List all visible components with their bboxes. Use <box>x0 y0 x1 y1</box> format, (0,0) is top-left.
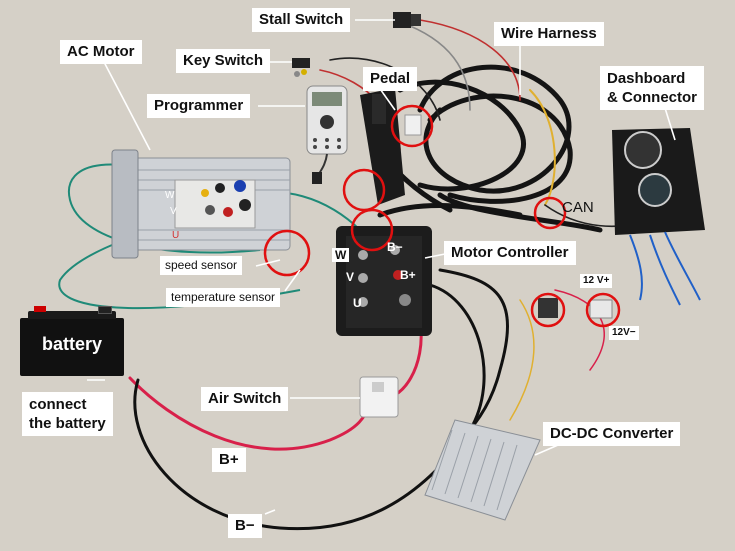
motor-terminal-u: U <box>172 230 180 241</box>
programmer-device <box>306 85 348 184</box>
stall-switch-label: Stall Switch <box>252 8 351 32</box>
dcdc-converter-device <box>424 419 541 521</box>
temperature-sensor-label: temperature sensor <box>166 288 281 307</box>
v12-minus-connector <box>538 298 558 318</box>
dashboard-label: Dashboard & Connector <box>600 66 704 110</box>
motor-controller-device <box>336 226 432 336</box>
stall-switch-plug <box>393 12 411 28</box>
b-plus-label: B+ <box>212 448 246 472</box>
connect-battery-line2: the battery <box>29 415 106 432</box>
air-switch-device <box>359 376 399 418</box>
dashboard-label-line2: & Connector <box>607 89 697 106</box>
v12-plus-label: 12 V+ <box>580 274 613 288</box>
battery-icon: battery <box>20 306 124 376</box>
ctrl-terminal-b-plus: B+ <box>400 268 416 282</box>
key-switch-label: Key Switch <box>176 49 271 73</box>
motor-terminal-v: V <box>170 206 177 217</box>
air-switch-label: Air Switch <box>201 387 289 411</box>
wire-harness-label: Wire Harness <box>494 22 604 46</box>
ctrl-terminal-w: W <box>332 248 350 262</box>
v12-plus-connector <box>589 299 613 319</box>
ctrl-terminal-v: V <box>346 270 355 284</box>
b-minus-label: B− <box>228 514 262 538</box>
can-label: CAN <box>562 199 594 216</box>
leader-lines <box>87 19 676 515</box>
motor-terminal-w: W <box>165 190 175 201</box>
programmer-label: Programmer <box>147 94 251 118</box>
ctrl-terminal-u: U <box>353 296 362 310</box>
v12-minus-label: 12V− <box>609 326 639 340</box>
connect-battery-label: connect the battery <box>22 392 113 436</box>
ctrl-terminal-b-minus: B− <box>387 240 403 254</box>
callout-circles <box>263 104 621 328</box>
ac-motor <box>111 149 291 259</box>
motor-controller-label: Motor Controller <box>444 241 576 265</box>
dashboard-device <box>612 128 705 306</box>
connect-battery-line1: connect <box>29 396 87 413</box>
ac-motor-label: AC Motor <box>60 40 142 64</box>
dashboard-label-line1: Dashboard <box>607 70 686 87</box>
speed-sensor-label: speed sensor <box>160 256 243 275</box>
signal-wires <box>319 19 651 228</box>
battery-text: battery <box>41 334 103 354</box>
pedal-label: Pedal <box>363 67 418 91</box>
key-switch-device <box>292 58 310 77</box>
dcdc-converter-label: DC-DC Converter <box>543 422 681 446</box>
